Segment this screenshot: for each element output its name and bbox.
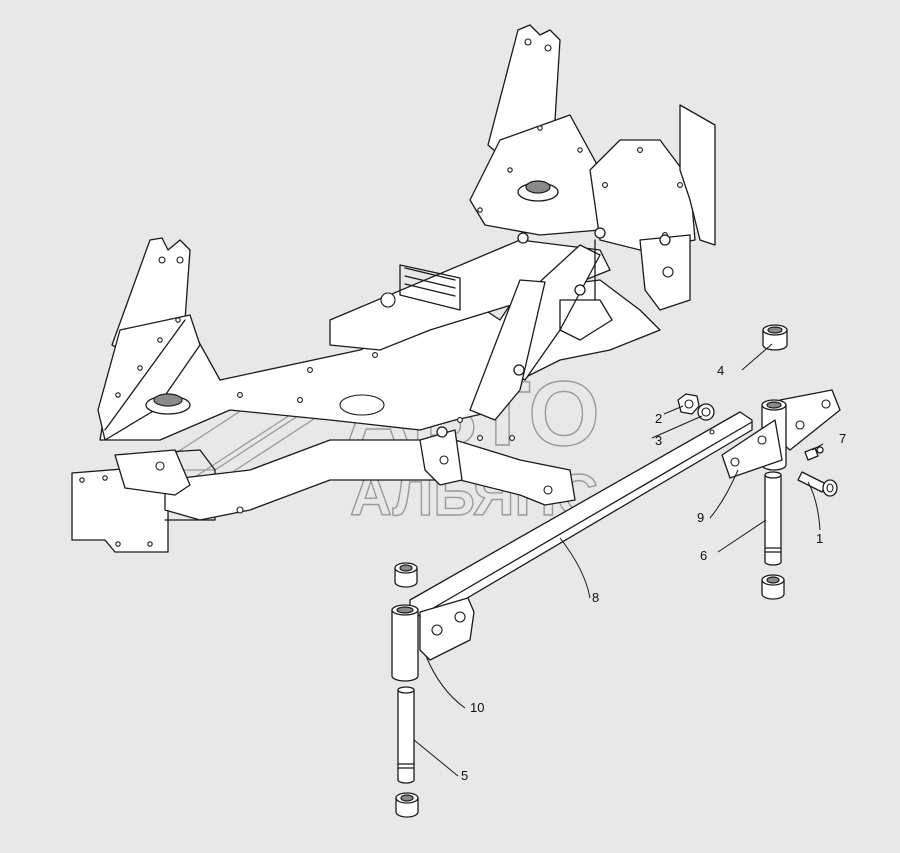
main-frame (71, 24, 716, 553)
callout-2: 2 (655, 411, 662, 426)
part-1-bolt (797, 471, 838, 497)
leader-lines (413, 343, 824, 777)
callout-6: 6 (700, 548, 707, 563)
part-4-bushing (762, 324, 788, 351)
part-4-bushing-left-bottom (395, 792, 419, 818)
leader-4 (741, 343, 773, 371)
leader-3 (651, 415, 703, 439)
part-9-bracket (721, 389, 841, 479)
leader-6 (717, 519, 767, 553)
leader-2 (663, 405, 684, 415)
callout-10: 10 (470, 700, 484, 715)
rear-right-flange (679, 104, 716, 246)
leader-1 (807, 481, 821, 531)
part-6-pin (764, 471, 782, 566)
leader-10 (425, 655, 466, 709)
leader-8 (559, 537, 591, 599)
part-5-pin (397, 686, 415, 784)
leader-9 (709, 469, 739, 519)
callout-1: 1 (816, 531, 823, 546)
right-tower-plate (469, 114, 601, 236)
callout-9: 9 (697, 510, 704, 525)
callout-3: 3 (655, 433, 662, 448)
leader-7 (811, 443, 824, 451)
part-3-washer (697, 403, 715, 421)
callout-7: 7 (839, 431, 846, 446)
leader-5 (413, 739, 459, 777)
strut-clamp (559, 299, 613, 341)
callout-labels: 4 2 3 7 1 9 6 8 10 5 (461, 363, 846, 783)
part-4-bushing-left-top (394, 562, 418, 588)
frame-bracket (399, 264, 461, 311)
part-10-tube-bracket (391, 597, 475, 682)
callout-8: 8 (592, 590, 599, 605)
left-knuckle (114, 449, 191, 496)
left-tower-plate (97, 314, 201, 441)
lower-frame-body (164, 439, 576, 521)
part-7-grease-nipple (804, 446, 824, 461)
exploded-parts (391, 324, 841, 818)
callout-5: 5 (461, 768, 468, 783)
part-4-bushing-lower (761, 574, 785, 600)
part-2-nut (677, 393, 700, 415)
diagonal-strut-2 (469, 279, 546, 421)
rear-right-bracket (589, 139, 696, 251)
callout-4: 4 (717, 363, 724, 378)
